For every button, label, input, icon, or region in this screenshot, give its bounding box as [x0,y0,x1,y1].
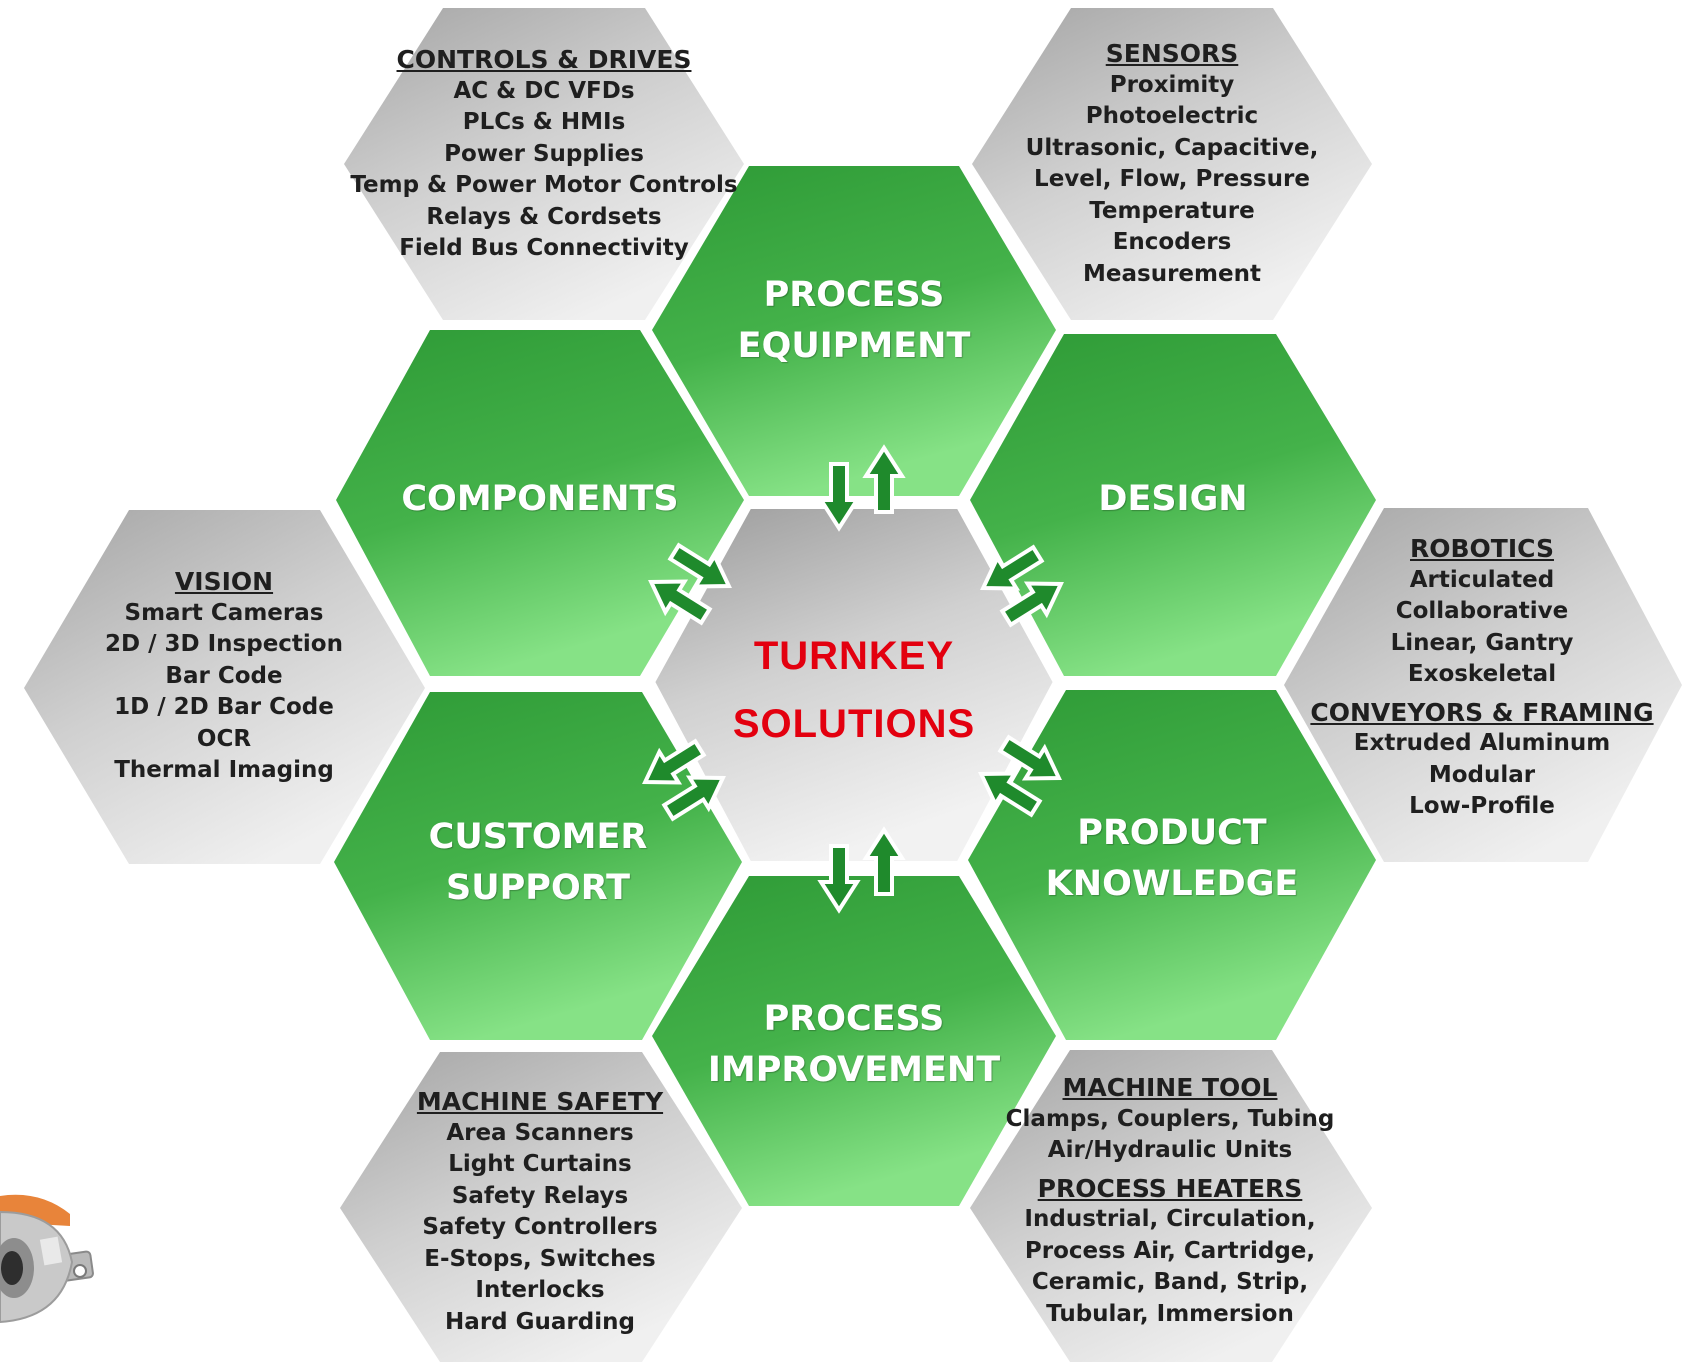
list-item: Level, Flow, Pressure [1034,166,1310,192]
list-item: Extruded Aluminum [1353,730,1611,756]
arrow-in-icon [667,542,732,589]
hex-robotics [1284,508,1682,862]
list-item: AC & DC VFDs [453,77,635,104]
encoder-product-image [0,1194,94,1324]
controls-drives-heading: CONTROLS & DRIVES [396,45,692,74]
design-label: DESIGN [1098,479,1248,519]
list-item: Power Supplies [444,140,644,167]
list-item: Air/Hydraulic Units [1047,1137,1293,1163]
machine-safety-heading: MACHINE SAFETY [416,1087,664,1116]
list-item: E-Stops, Switches [424,1245,656,1272]
list-item: Collaborative [1395,598,1569,624]
turnkey-solutions-title: TURNKEY SOLUTIONS [732,634,976,746]
list-item: Ultrasonic, Capacitive, [1025,134,1319,161]
list-item: Photoelectric [1085,103,1259,129]
process-equipment-label: PROCESS EQUIPMENT [737,275,971,366]
list-item: Safety Controllers [422,1214,658,1240]
list-item: Exoskeletal [1407,661,1557,687]
arrow-out-icon [648,579,713,626]
list-item: OCR [196,725,252,752]
conveyors-framing-heading: CONVEYORS & FRAMING [1310,697,1654,727]
list-item: Field Bus Connectivity [399,235,689,261]
hex-components [336,330,744,676]
list-item: 2D / 3D Inspection [105,631,343,657]
list-item: Safety Relays [451,1182,629,1209]
arrow-down-icon [817,462,861,532]
list-item: Industrial, Circulation, [1024,1206,1316,1232]
hex-process-improvement [652,876,1056,1206]
process-improvement-label: PROCESS IMPROVEMENT [707,999,1001,1090]
robotics-heading: ROBOTICS [1410,534,1554,563]
machine-tool-heading: MACHINE TOOL [1062,1073,1278,1102]
controls-drives-block: CONTROLS & DRIVES AC & DC VFDs PLCs & HM… [344,44,744,265]
list-item: PLCs & HMIs [462,109,626,135]
sensors-heading: SENSORS [1105,39,1239,68]
list-item: Tubular, Immersion [1046,1300,1294,1327]
hex-vision [24,510,425,864]
list-item: Interlocks [475,1277,605,1303]
list-item: Smart Cameras [124,599,324,626]
list-item: Hard Guarding [445,1308,635,1335]
list-item: Modular [1428,761,1536,788]
components-label: COMPONENTS [401,479,679,519]
hex-controls-drives [344,8,744,320]
arrow-in-icon [661,775,726,822]
hex-product-knowledge [968,690,1376,1040]
arrow-up-icon [862,444,906,514]
list-item: Articulated [1409,566,1555,593]
hex-sensors [972,8,1372,320]
customer-support-label: CUSTOMER SUPPORT [428,817,648,908]
list-item: Temperature [1089,197,1255,224]
hex-machine-safety [340,1052,742,1362]
hex-design [970,334,1376,676]
product-knowledge-label: PRODUCT KNOWLEDGE [1045,813,1299,904]
list-item: 1D / 2D Bar Code [114,694,334,720]
hex-center-turnkey [648,503,1060,867]
list-item: Thermal Imaging [114,757,334,783]
arrow-in-icon [980,544,1045,591]
sensors-block: SENSORS Proximity Photoelectric Ultrason… [972,38,1372,290]
machine-tool-block: MACHINE TOOL Clamps, Couplers, Tubing Ai… [970,1072,1370,1330]
list-item: Process Air, Cartridge, [1024,1237,1316,1264]
list-item: Encoders [1112,229,1232,255]
list-item: Light Curtains [448,1151,632,1177]
vision-heading: VISION [174,567,274,596]
list-item: Measurement [1083,260,1261,287]
arrow-in-icon [978,771,1043,818]
arrow-out-icon [997,734,1062,781]
arrow-out-icon [642,738,707,785]
arrow-out-icon [999,581,1064,628]
hex-machine-tool [970,1050,1372,1362]
robotics-block: ROBOTICS Articulated Collaborative Linea… [1284,533,1680,823]
list-item: Linear, Gantry [1390,629,1574,656]
list-item: Area Scanners [446,1119,634,1146]
arrow-down-icon [817,844,861,914]
arrow-up-icon [862,826,906,896]
list-item: Low-Profile [1409,793,1555,819]
hex-customer-support [334,692,742,1040]
vision-block: VISION Smart Cameras 2D / 3D Inspection … [24,566,424,787]
list-item: Temp & Power Motor Controls [350,172,738,198]
machine-safety-block: MACHINE SAFETY Area Scanners Light Curta… [340,1086,740,1338]
list-item: Bar Code [165,662,283,689]
hex-process-equipment [652,166,1056,496]
list-item: Proximity [1109,71,1235,98]
list-item: Clamps, Couplers, Tubing [1005,1105,1335,1132]
process-heaters-heading: PROCESS HEATERS [1037,1173,1303,1203]
list-item: Relays & Cordsets [426,203,662,230]
list-item: Ceramic, Band, Strip, [1031,1269,1309,1295]
